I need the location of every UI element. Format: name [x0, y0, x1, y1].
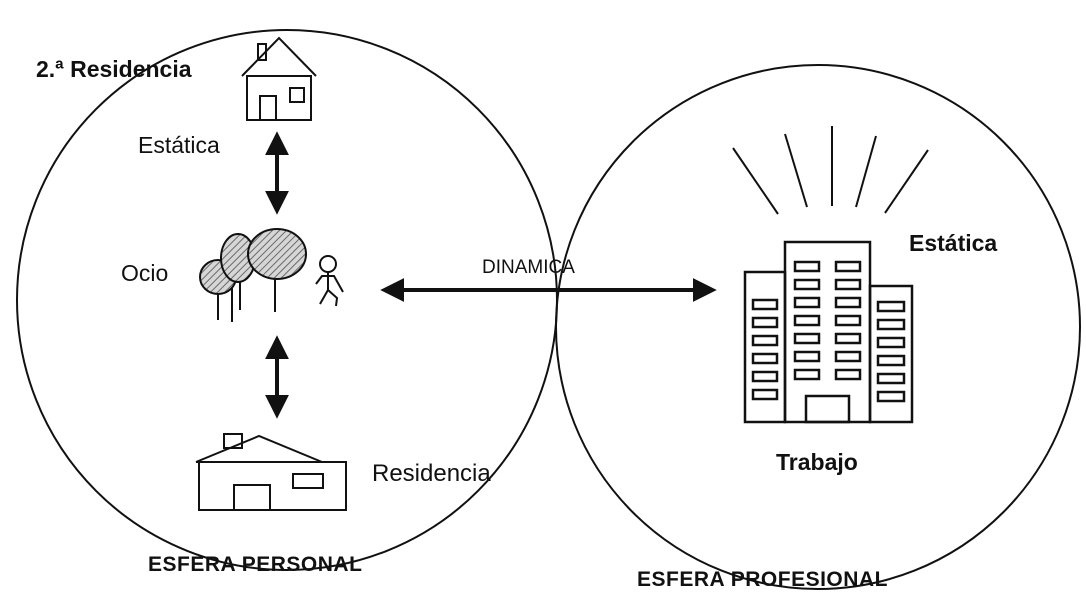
professional-sphere-circle — [555, 64, 1081, 590]
personal-sphere-label: ESFERA PERSONAL — [148, 553, 363, 576]
static-top-label: Estática — [138, 132, 220, 158]
residence-label: Residencia — [372, 460, 491, 487]
residence-house-icon — [195, 433, 347, 511]
second-residence-house-icon — [241, 36, 317, 121]
static-right-label: Estática — [909, 230, 998, 256]
leisure-label: Ocio — [121, 260, 169, 286]
office-building-icon — [743, 240, 914, 424]
professional-sphere-label: ESFERA PROFESIONAL — [637, 568, 888, 591]
dynamic-label: DINAMICA — [482, 257, 575, 278]
work-label: Trabajo — [776, 449, 858, 475]
second-residence-label: 2.ª Residencia — [36, 56, 192, 82]
personal-sphere-circle — [16, 29, 558, 571]
person-icon — [315, 255, 344, 307]
trees-icon — [199, 228, 307, 322]
radiance-lines-icon — [732, 126, 929, 215]
